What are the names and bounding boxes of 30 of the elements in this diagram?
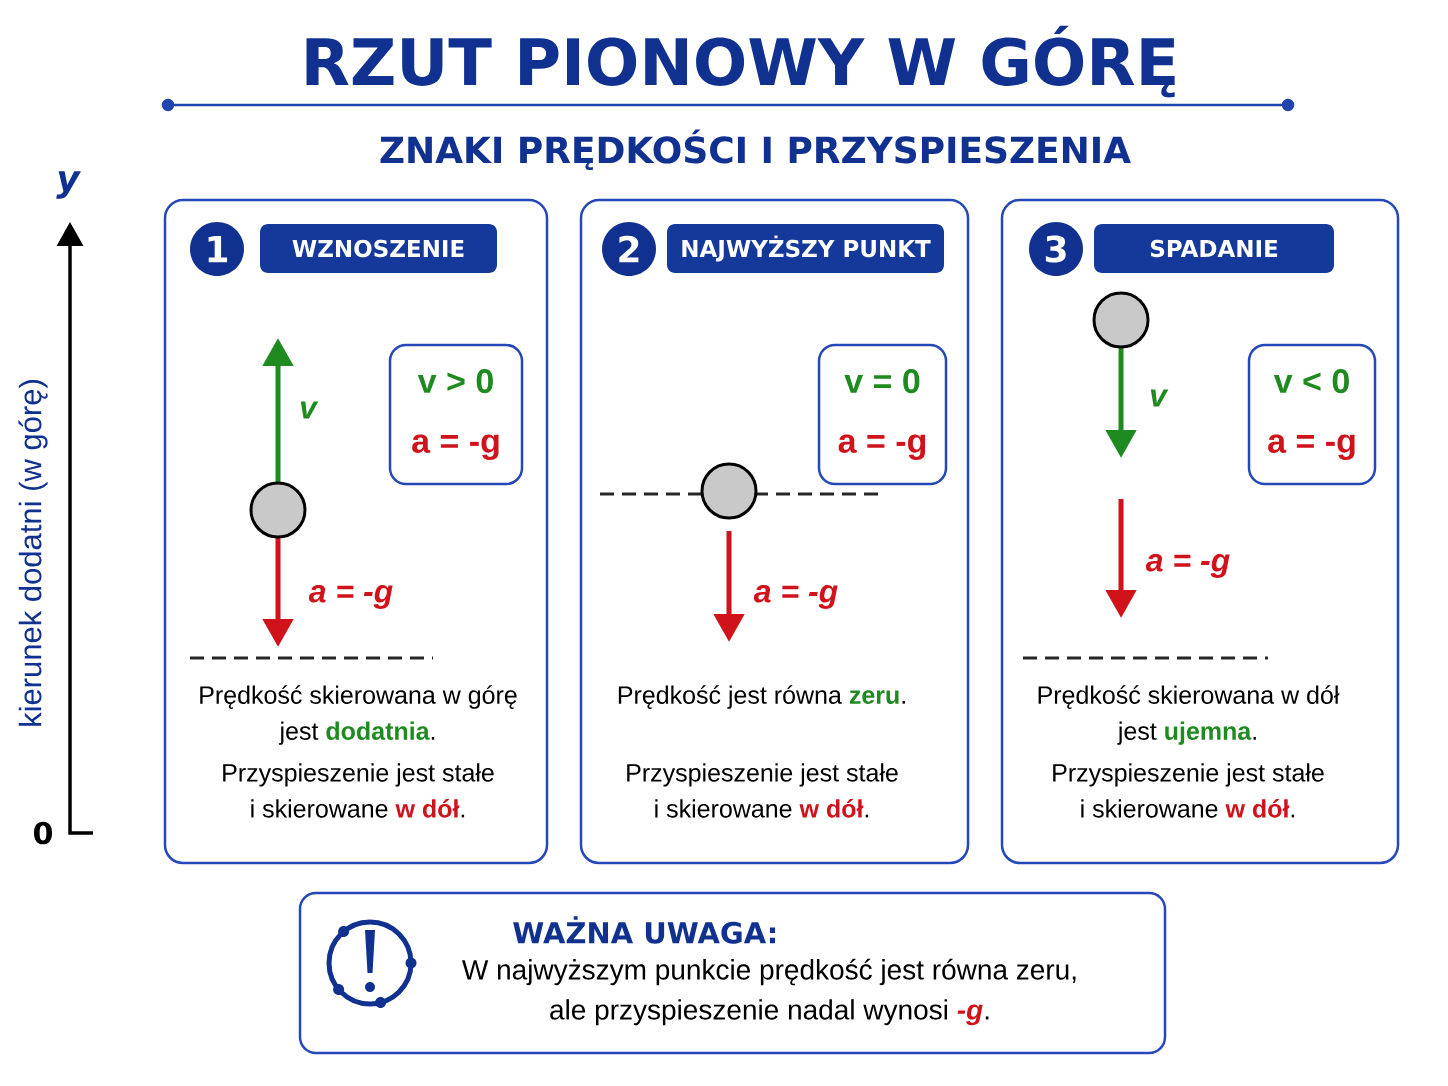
note-text: W najwyższym punkcie prędkość jest równa zeru, ale przyspieszenie nadal wynosi -g. [462,958,1076,1026]
ball [700,462,758,520]
vector-label: v [300,401,319,419]
header-banner: SPADANIE [1094,224,1334,273]
note-heading: WAŻNA UWAGA: [513,916,776,944]
ball [1092,291,1150,349]
equation-box: v > 0 a = -g [388,343,524,486]
description-text: Przyspieszenie jest stałe i skierowane w dół. [223,763,494,818]
title: RZUT PIONOWY W GÓRĘ [306,25,1175,98]
equation-box: v = 0 a = -g [817,343,948,486]
description-text: Przyspieszenie jest stałe i skierowane w dół. [627,763,898,818]
number-badge: 3 [1029,222,1083,276]
axis-label: y [56,171,81,199]
header-banner: WZNOSZENIE [260,224,497,273]
number-badge: 2 [602,222,656,276]
ball [249,481,307,539]
vector-label: a = -g [753,585,838,609]
equation-box: v < 0 a = -g [1247,343,1377,486]
axis-tick-label: 0 [34,821,52,845]
number-badge: 1 [190,222,244,276]
axis-label: kierunek dodatni (w górę) [18,380,48,726]
description-text: Przyspieszenie jest stałe i skierowane w dół. [1053,763,1324,818]
vector-label: a = -g [1145,554,1230,578]
description-text: Prędkość skierowana w dół jest ujemna. [1038,685,1340,745]
vector-label: a = -g [308,585,393,609]
subtitle: ZNAKI PRĘDKOŚCI I PRZYSPIESZENIA [380,129,1131,171]
description-text: Prędkość jest równa zeru. [618,685,905,709]
description-text: Prędkość skierowana w górę jest dodatnia. [200,685,517,745]
vector-label: v [1150,389,1169,407]
header-banner: NAJWYŻSZY PUNKT [667,224,944,273]
